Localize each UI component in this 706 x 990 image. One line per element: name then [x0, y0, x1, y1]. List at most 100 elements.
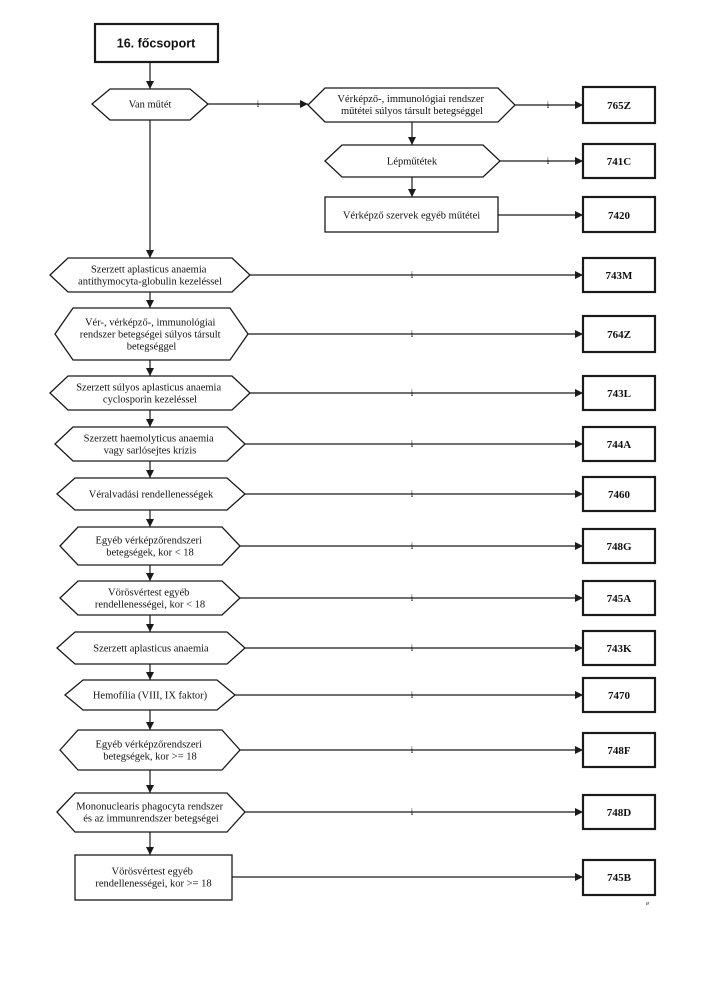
edge-label: i: [411, 807, 414, 817]
process-label-line: Vérképző szervek egyéb műtétei: [343, 211, 480, 222]
decision-label-line: betegségek, kor >= 18: [103, 752, 197, 763]
code-box: [581, 142, 657, 180]
surgery-decision: Van műtét i: [91, 88, 308, 258]
edge-label: i: [411, 329, 414, 339]
footnote-mark: ø: [645, 901, 650, 907]
edge-label: i: [411, 541, 414, 551]
edge-label: i: [257, 99, 260, 109]
decision-label-line: rendellenességei, kor < 18: [95, 600, 205, 611]
decision-label: Egyéb vérképzőrendszeri betegségek, kor …: [95, 740, 204, 763]
code-box: [581, 314, 657, 354]
code-box: [581, 793, 657, 831]
edge-label: i: [547, 156, 550, 166]
decision-label-line: Hemofília (VIII, IX faktor): [93, 691, 208, 702]
code-box: [581, 85, 657, 125]
main-row: Szerzett aplasticus anaemia i 743K: [56, 629, 657, 680]
code-box: [581, 579, 657, 617]
main-row: Vörösvértest egyéb rendellenességei, kor…: [59, 579, 657, 632]
decision-label-line: vagy sarlósejtes krízis: [104, 446, 197, 457]
decision-label-line: Vér-, vérképző-, immunológiai: [85, 318, 215, 329]
decision-label-line: Szerzett súlyos aplasticus anaemia: [76, 383, 221, 394]
decision-label-line: műtétei súlyos társult betegséggel: [341, 106, 483, 117]
code-box: [581, 527, 657, 565]
decision-label: Van műtét: [129, 100, 172, 111]
code-box: [581, 858, 657, 897]
decision-label-line: Szerzett aplasticus anaemia: [93, 644, 209, 655]
code-box: [581, 731, 657, 769]
edge-label: i: [411, 270, 414, 280]
decision-label: Mononuclearis phagocyta rendszer és az i…: [76, 802, 226, 825]
main-row: Hemofília (VIII, IX faktor) i 7470: [63, 676, 657, 730]
decision-label: Szerzett aplasticus anaemia: [93, 644, 209, 655]
header-group: 16. főcsoport: [93, 22, 220, 89]
decision-label-line: Szerzett aplasticus anaemia: [91, 265, 207, 276]
decision-label: Szerzett aplasticus anaemia antithymocyt…: [78, 265, 222, 288]
code-box: [581, 425, 657, 463]
edge-label: i: [411, 690, 414, 700]
decision-label-line: betegséggel: [127, 342, 177, 353]
surgery-row: Lépműtétek i 741C: [324, 142, 657, 197]
process-label: Vérképző szervek egyéb műtétei: [343, 211, 480, 222]
decision-label-line: és az immunrendszer betegségei: [83, 814, 219, 825]
decision-label: Vér-, vérképző-, immunológiai rendszer b…: [80, 318, 223, 353]
code-label: 748G: [606, 541, 632, 553]
edge-label: i: [411, 593, 414, 603]
code-label: 7420: [608, 210, 631, 222]
main-row: Egyéb vérképzőrendszeri betegségek, kor …: [59, 729, 657, 793]
decision-label-line: Vérképző-, immunológiai rendszer: [337, 94, 484, 105]
code-box: [581, 374, 657, 412]
surgery-row: Vérképző szervek egyéb műtétei 7420: [324, 195, 657, 234]
decision-label: Szerzett haemolyticus anaemia vagy sarló…: [84, 434, 217, 457]
code-label: 765Z: [607, 100, 631, 112]
code-box: [581, 475, 657, 513]
header-label: 16. főcsoport: [117, 37, 196, 51]
main-row: Mononuclearis phagocyta rendszer és az i…: [56, 792, 657, 855]
code-box: [581, 195, 657, 234]
code-box: [581, 676, 657, 714]
decision-label: Vörösvértest egyéb rendellenességei, kor…: [95, 588, 205, 611]
process-label: Vörösvértest egyéb rendellenességei, kor…: [95, 867, 211, 890]
main-row: Véralvadási rendellenességek i 7460: [56, 475, 657, 527]
edge-label: i: [411, 388, 414, 398]
code-label: 748D: [607, 807, 632, 819]
header-box: [93, 22, 220, 64]
code-label: 7460: [608, 489, 631, 501]
code-label: 764Z: [607, 329, 631, 341]
decision-label-line: Szerzett haemolyticus anaemia: [84, 434, 214, 445]
edge-label: i: [411, 439, 414, 449]
main-row: Vér-, vérképző-, immunológiai rendszer b…: [54, 307, 657, 376]
decision-label: Szerzett súlyos aplasticus anaemia cyclo…: [76, 383, 224, 406]
decision-label-line: cyclosporin kezeléssel: [103, 395, 197, 406]
decision-label-line: Egyéb vérképzőrendszeri: [95, 536, 201, 547]
code-label: 748F: [607, 745, 631, 757]
decision-label-line: Mononuclearis phagocyta rendszer: [76, 802, 223, 813]
edge-label: i: [411, 643, 414, 653]
decision-label: Lépműtétek: [387, 157, 438, 168]
decision-label: Hemofília (VIII, IX faktor): [93, 691, 208, 702]
decision-label: Egyéb vérképzőrendszeri betegségek, kor …: [95, 536, 204, 559]
edge-label: i: [411, 489, 414, 499]
main-row: Egyéb vérképzőrendszeri betegségek, kor …: [59, 526, 657, 581]
decision-label-line: betegségek, kor < 18: [106, 548, 194, 559]
decision-label-line: Van műtét: [129, 100, 172, 111]
code-box: [581, 629, 657, 667]
decision-label-line: Véralvadási rendellenességek: [89, 490, 214, 501]
process-label-line: rendellenességei, kor >= 18: [95, 879, 211, 890]
decision-label-line: rendszer betegségei súlyos társult: [80, 330, 221, 341]
code-label: 743M: [606, 270, 634, 282]
process-label-line: Vörösvértest egyéb: [112, 867, 193, 878]
code-label: 744A: [607, 439, 632, 451]
code-label: 741C: [607, 156, 632, 168]
main-row: Szerzett aplasticus anaemia antithymocyt…: [49, 256, 657, 308]
decision-label-line: Vörösvértest egyéb: [108, 588, 189, 599]
main-row: Szerzett haemolyticus anaemia vagy sarló…: [54, 425, 657, 478]
surgery-row: Vérképző-, immunológiai rendszer műtétei…: [307, 85, 657, 145]
decision-label-line: antithymocyta-globulin kezeléssel: [78, 277, 222, 288]
decision-label: Véralvadási rendellenességek: [89, 490, 214, 501]
decision-label-line: Lépműtétek: [387, 157, 438, 168]
decision-label: Vérképző-, immunológiai rendszer műtétei…: [337, 94, 486, 117]
edge-label: i: [547, 100, 550, 110]
code-label: 7470: [608, 690, 631, 702]
code-box: [581, 256, 657, 294]
